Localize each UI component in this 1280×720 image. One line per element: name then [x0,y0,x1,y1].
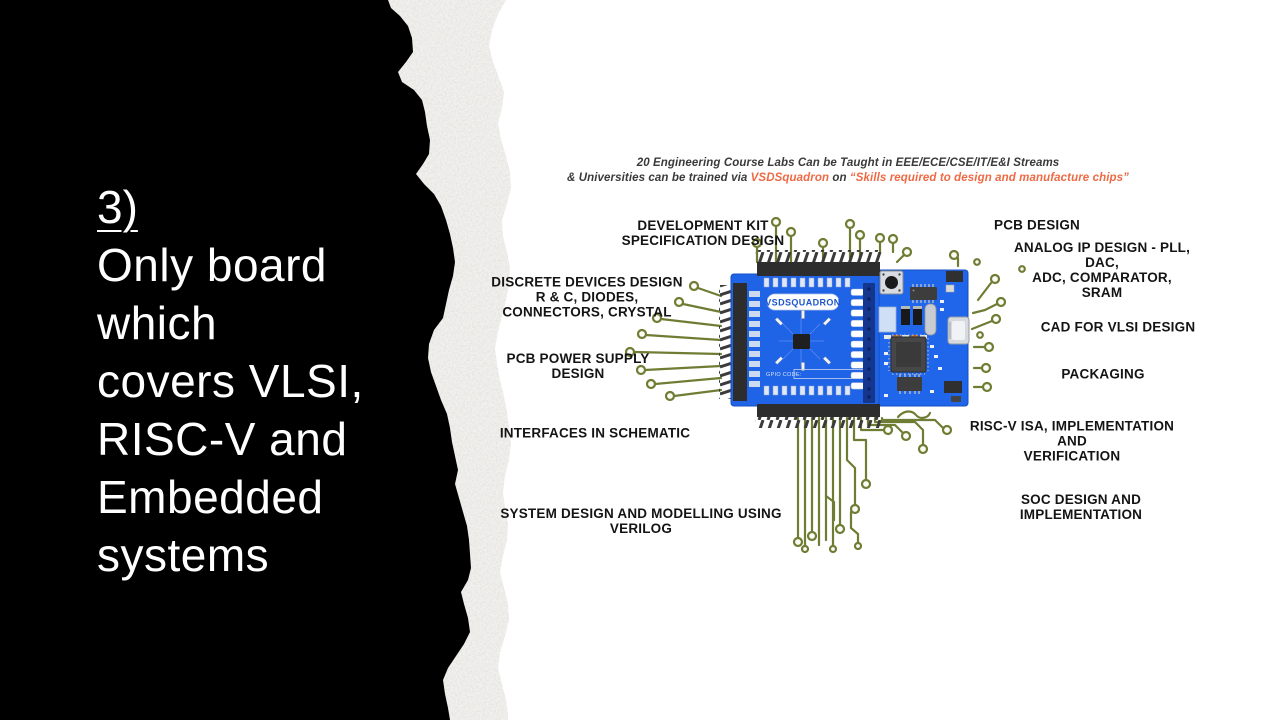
torn-paper-edge [0,0,511,720]
label-interfaces: INTERFACES IN SCHEMATIC [499,425,691,441]
component-block [951,396,961,402]
traces-left [624,280,723,402]
gpio-pads-left [749,291,760,387]
label-discrete-devices: DISCRETE DEVICES DESIGN R & C, DIODES, C… [491,274,683,320]
component-block [946,271,963,282]
pad-rows [763,277,851,396]
header-quote: “Skills required to design and manufactu… [849,172,1129,184]
component-block [945,284,955,293]
vsdsquadron-brand-text: VSDSquadron [750,172,830,184]
left-panel: 3) Only board which covers VLSI, RISC-V … [97,178,364,584]
mcu-chip [888,334,929,375]
label-cad-vlsi: CAD FOR VLSI DESIGN [1040,319,1196,335]
top-header [757,262,880,276]
slide-title: Only board which covers VLSI, RISC-V and… [97,239,364,581]
tiny-pads [884,300,944,397]
traces-right [956,256,1026,393]
gpio-code-label: GPIO CODE: [766,372,802,378]
female-header [863,283,875,403]
qfp-footprint [774,310,832,371]
traces-bottom-tree [792,410,953,554]
label-analog-ip: ANALOG IP DESIGN - PLL, DAC, ADC, COMPAR… [1013,240,1191,300]
left-pin-comb [719,285,733,399]
label-system-design: SYSTEM DESIGN AND MODELLING USING VERILO… [500,506,782,536]
board-name-text: VSDSQUADRON [765,298,840,308]
top-pin-comb [755,250,882,262]
bottom-header [757,404,880,417]
black-panel [0,0,471,720]
header-line-1: 20 Engineering Course Labs Can be Taught… [636,157,1060,169]
label-pcb-design: PCB DESIGN [993,217,1081,233]
bottom-pin-comb [755,417,882,428]
label-riscv-isa: RISC-V ISA, IMPLEMENTATION AND VERIFICAT… [969,418,1175,464]
left-header [733,283,747,401]
header-line-2-mid: on [829,172,850,184]
label-pcb-power: PCB POWER SUPPLY DESIGN [506,351,650,381]
component-block [944,381,962,393]
soic-chip-bottom [897,374,922,394]
label-packaging: PACKAGING [1061,366,1145,382]
label-soc-design: SOC DESIGN AND IMPLEMENTATION [1019,492,1143,522]
slide-number: 3) [97,181,138,233]
header-line-2-prefix: & Universities can be trained via [567,172,751,184]
push-button [879,270,904,295]
soic-chip-top [910,284,937,303]
crystal-oscillator [924,303,937,336]
board-illustration: VSDSQUADRON GPIO CODE: [719,250,970,428]
component-panel [878,306,897,333]
traces-top [751,216,981,266]
header-line-2: & Universities can be trained via VSDSqu… [567,172,1129,184]
circuit-traces [624,216,1026,554]
label-development-kit: DEVELOPMENT KIT SPECIFICATION DESIGN [621,218,785,248]
board-name-pill [766,293,840,311]
usb-connector [947,316,970,345]
capacitors [901,306,922,325]
